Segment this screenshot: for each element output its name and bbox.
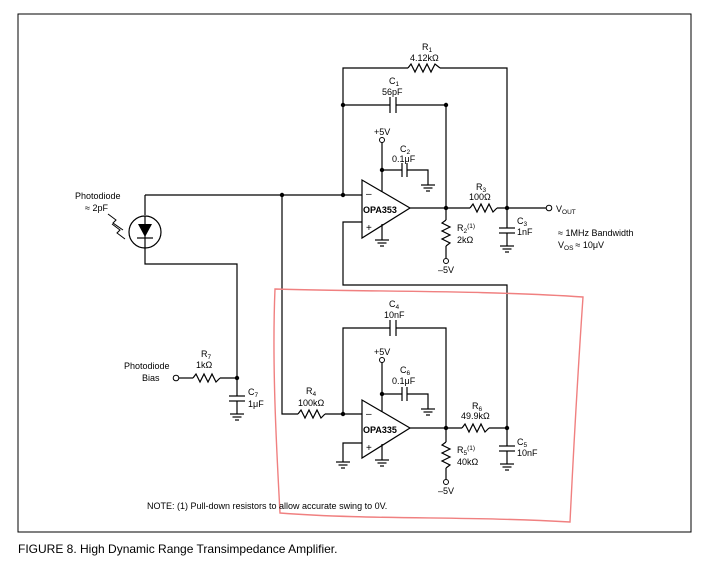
c7-ref: C7 [248, 387, 259, 399]
vout-label: VOUT [556, 204, 576, 216]
svg-text:+: + [366, 443, 372, 454]
bias-label-1: Photodiode [124, 361, 170, 371]
figure-note: NOTE: (1) Pull-down resistors to allow a… [147, 501, 387, 511]
resistor-r6 [461, 422, 490, 434]
c3-value: 1nF [517, 227, 533, 237]
pos-supply-2: +5V [374, 347, 390, 357]
neg-supply-1: –5V [438, 265, 454, 275]
c7-value: 1μF [248, 399, 264, 409]
r7-value: 1kΩ [196, 360, 213, 370]
opa353-label: OPA353 [363, 205, 397, 215]
svg-text:–: – [366, 189, 372, 200]
opamp-opa353 [361, 178, 412, 240]
figure-caption: FIGURE 8. High Dynamic Range Transimpeda… [18, 542, 337, 556]
resistor-r2 [440, 219, 452, 247]
bias-label-2: Bias [142, 373, 160, 383]
vos-spec: VOS≈ 10μV [558, 240, 604, 252]
bias-network [172, 372, 245, 421]
opamp-opa335 [361, 398, 412, 460]
pos-supply-1: +5V [374, 127, 390, 137]
opa335-label: OPA335 [363, 425, 397, 435]
r5-ref: R5(1) [457, 445, 475, 457]
photodiode [107, 195, 238, 378]
bias-terminal [172, 374, 180, 382]
c6-ref: C6 [400, 365, 411, 377]
resistor-r4 [297, 408, 326, 420]
svg-text:+: + [366, 223, 372, 234]
r1-ref: R1 [422, 42, 433, 54]
r4-ref: R4 [306, 386, 317, 398]
c5-ref: C5 [517, 437, 528, 449]
c6-value: 0.1μF [392, 376, 416, 386]
stage-opa335: – + [281, 195, 515, 485]
stage-opa353: – + [145, 62, 553, 428]
bandwidth-spec: ≈ 1MHz Bandwidth [558, 228, 633, 238]
resistor-r5 [440, 441, 452, 469]
resistor-r7 [192, 372, 221, 384]
annotation-highlight [273, 288, 584, 523]
svg-text:–: – [366, 409, 372, 420]
r2-ref: R2(1) [457, 223, 475, 235]
resistor-r1 [407, 62, 441, 74]
r4-value: 100kΩ [298, 398, 325, 408]
c2-value: 0.1μF [392, 154, 416, 164]
r5-value: 40kΩ [457, 457, 479, 467]
r2-value: 2kΩ [457, 235, 474, 245]
r6-value: 49.9kΩ [461, 411, 490, 421]
c2-ref: C2 [400, 144, 411, 156]
c1-value: 56pF [382, 87, 403, 97]
photodiode-capacitance: ≈ 2pF [85, 203, 108, 213]
resistor-r3 [469, 202, 498, 214]
figure-frame [17, 13, 692, 533]
c4-value: 10nF [384, 310, 405, 320]
c5-value: 10nF [517, 448, 538, 458]
photodiode-label: Photodiode [75, 191, 121, 201]
c3-ref: C3 [517, 216, 528, 228]
r6-ref: R6 [472, 401, 483, 413]
r3-ref: R3 [476, 182, 487, 194]
r1-value: 4.12kΩ [410, 53, 439, 63]
r3-value: 100Ω [469, 192, 491, 202]
vout-terminal [545, 204, 553, 212]
r7-ref: R7 [201, 349, 212, 361]
c4-ref: C4 [389, 299, 400, 311]
c1-ref: C1 [389, 76, 400, 88]
neg-supply-2: –5V [438, 486, 454, 496]
